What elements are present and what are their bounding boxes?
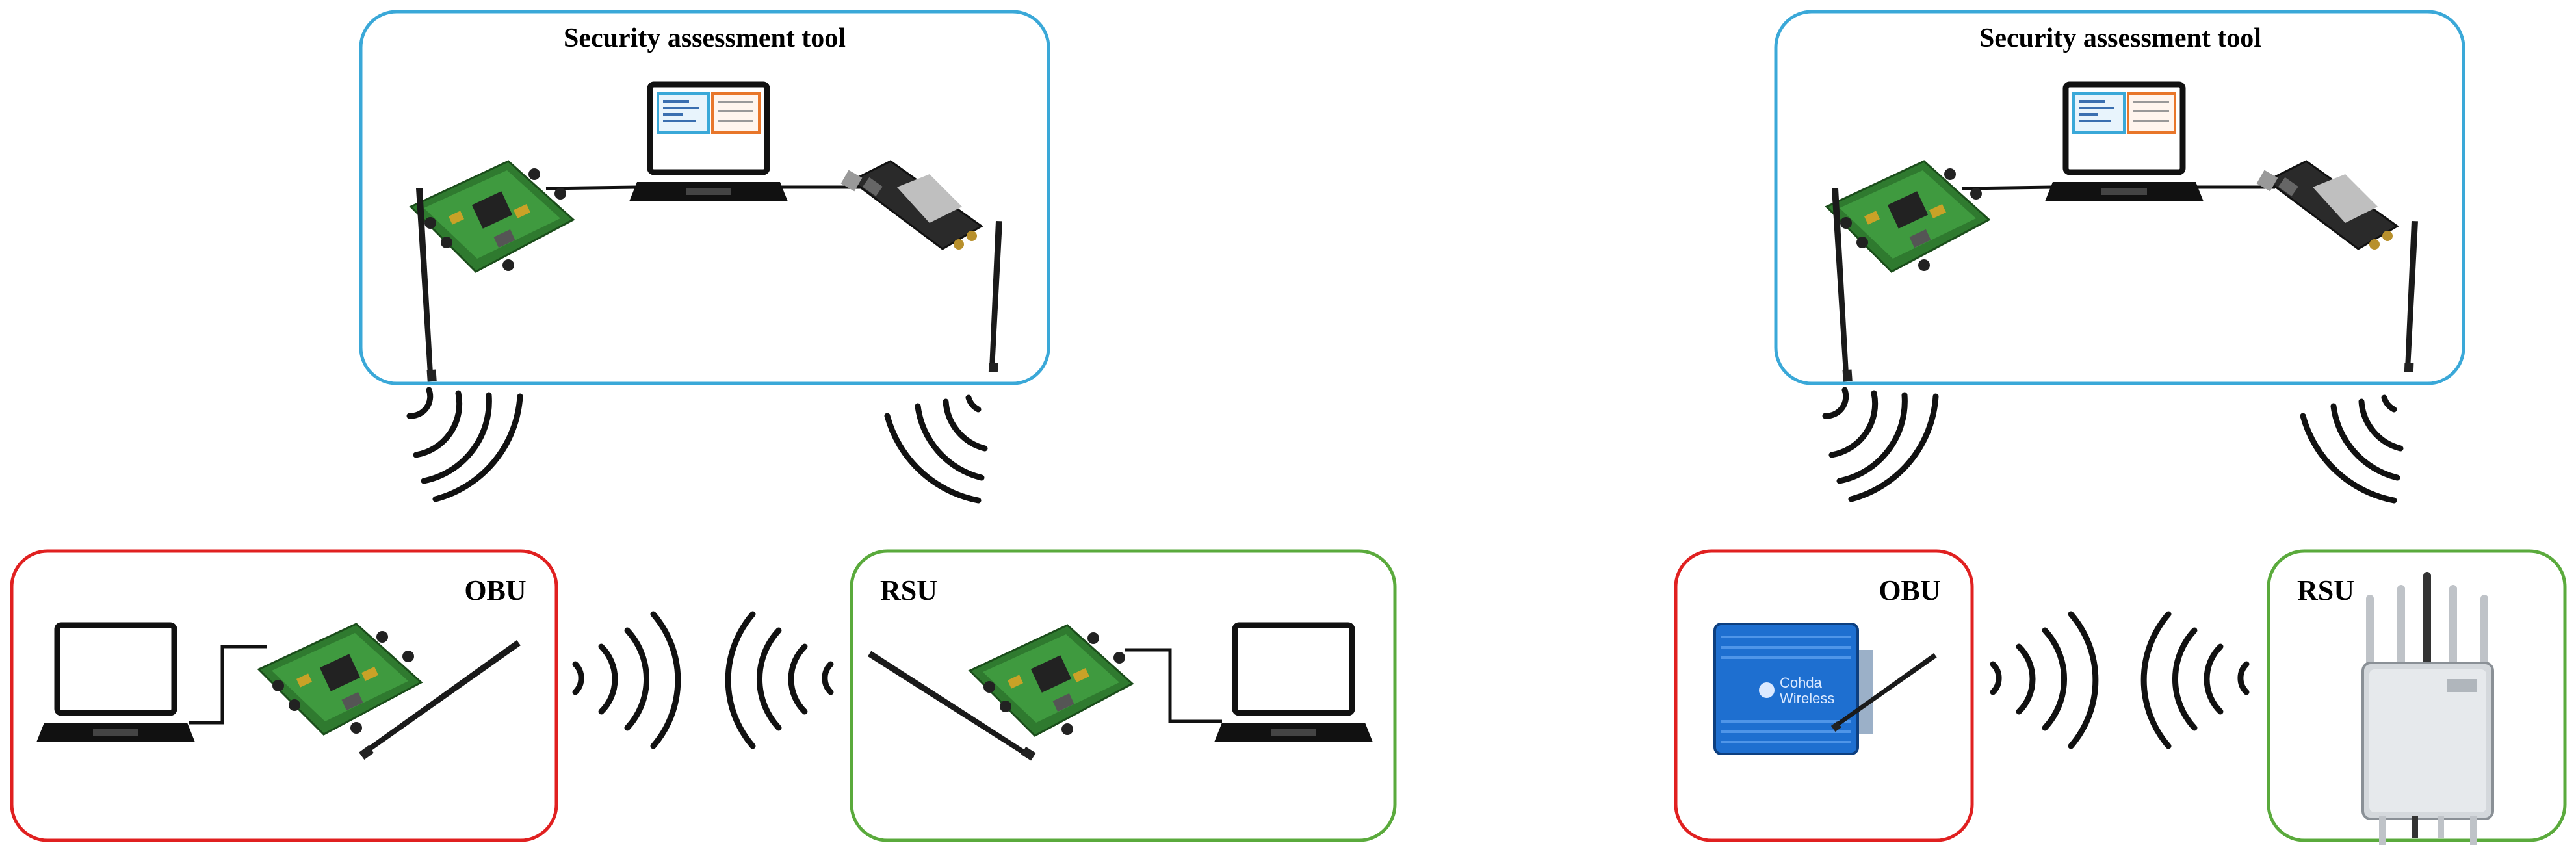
obu-box bbox=[1674, 549, 1974, 842]
hackrf-board-icon bbox=[840, 160, 983, 251]
laptop-icon bbox=[36, 625, 195, 742]
antenna-icon bbox=[2404, 220, 2419, 372]
security-tool-box bbox=[359, 10, 1050, 385]
rsu-label: RSU bbox=[880, 574, 937, 606]
security-tool-title: Security assessment tool bbox=[564, 23, 846, 53]
sdr-board-icon bbox=[969, 624, 1134, 737]
obu-brand-line1: Cohda bbox=[1780, 675, 1823, 691]
radio-waves-icon bbox=[884, 394, 988, 504]
rsu-box bbox=[850, 549, 1397, 842]
sdr-board-icon bbox=[1825, 160, 1990, 273]
hackrf-board-icon bbox=[2256, 160, 2399, 251]
cable bbox=[1125, 648, 1222, 723]
radio-waves-icon bbox=[1822, 387, 1939, 502]
cable bbox=[189, 645, 267, 725]
security-tool-title: Security assessment tool bbox=[1979, 23, 2261, 53]
radio-waves-icon bbox=[406, 387, 523, 502]
antenna-icon bbox=[988, 220, 1003, 372]
obu-label: OBU bbox=[464, 574, 526, 606]
obu-brand-line2: Wireless bbox=[1780, 690, 1834, 706]
cohda-obu-icon: Cohda Wireless bbox=[1713, 623, 1873, 755]
laptop-icon bbox=[629, 84, 788, 201]
rsu-box bbox=[2267, 549, 2567, 842]
laptop-icon bbox=[1214, 625, 1373, 742]
sdr-board-icon bbox=[410, 160, 575, 273]
radio-waves-icon bbox=[572, 611, 681, 749]
security-tool-box bbox=[1774, 10, 2465, 385]
right-setup: Security assessment tool OBU bbox=[1674, 10, 2567, 845]
commercial-rsu-icon bbox=[2361, 572, 2494, 845]
radio-waves-icon bbox=[2140, 611, 2250, 749]
radio-waves-icon bbox=[1990, 611, 2099, 749]
sdr-board-icon bbox=[257, 623, 423, 736]
obu-box bbox=[10, 549, 558, 842]
radio-waves-icon bbox=[2300, 394, 2404, 504]
radio-waves-icon bbox=[725, 611, 834, 749]
left-setup: Security assessment tool OBU bbox=[10, 10, 1397, 842]
obu-label: OBU bbox=[1879, 574, 1940, 606]
laptop-icon bbox=[2045, 84, 2204, 201]
rsu-label: RSU bbox=[2297, 574, 2354, 606]
